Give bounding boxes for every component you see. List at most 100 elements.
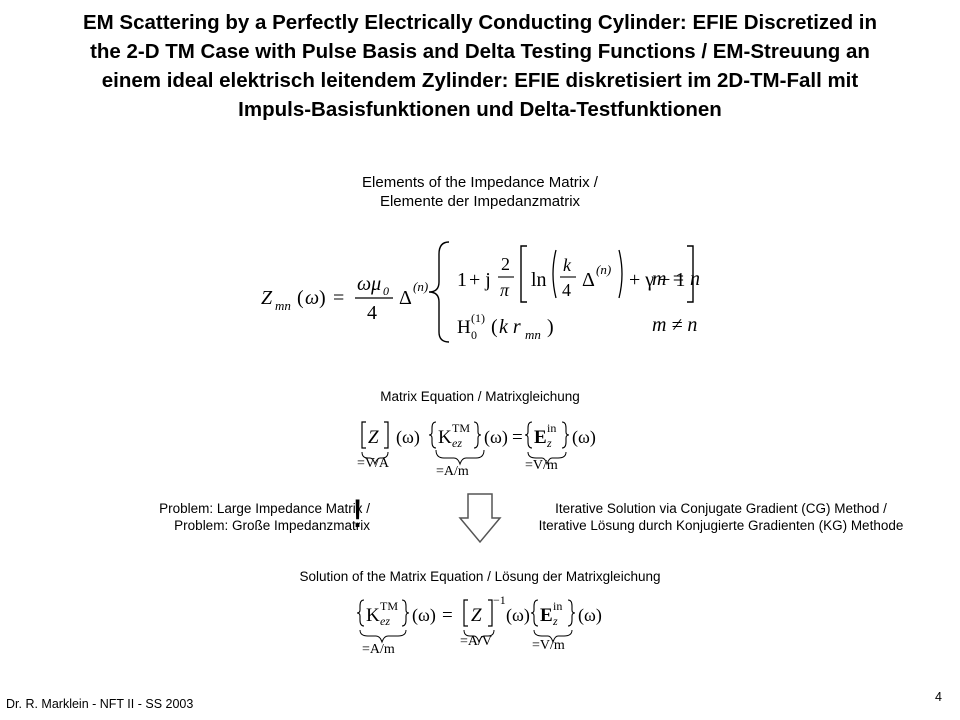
sol-equals: = <box>442 605 453 626</box>
footer-author: Dr. R. Marklein - NFT II - SS 2003 <box>6 697 194 711</box>
problem-line-1: Problem: Large Impedance Matrix / <box>159 501 370 516</box>
sol-z-bracket-close <box>488 599 493 627</box>
impedance-equals: = <box>333 287 344 309</box>
case1-k: k <box>563 255 572 275</box>
sol-k-sub: ez <box>380 614 390 628</box>
impedance-formula: Z mn ( ω ) = ωμ 0 4 Δ (n) 1 + j 2 π ln k… <box>261 241 694 343</box>
exclamation-mark: ! <box>352 492 364 536</box>
matrix-k: K <box>438 427 452 448</box>
sol-k-underbrace <box>359 629 407 644</box>
case2-condition-text: m ≠ n <box>652 314 698 336</box>
case1-plus-gamma: + γ − 1 <box>629 269 685 291</box>
iterative-text: Iterative Solution via Conjugate Gradien… <box>486 500 956 534</box>
sol-k-sup: TM <box>380 599 398 613</box>
impedance-mu-sub: 0 <box>383 284 389 298</box>
case1-paren-open <box>552 249 557 299</box>
title-line-2: the 2-D TM Case with Pulse Basis and Del… <box>90 40 870 63</box>
impedance-lhs-sub: mn <box>275 298 291 313</box>
impedance-lhs: Z <box>261 287 273 309</box>
case2-paren-close: ) <box>547 316 554 338</box>
sol-unit-zinv-label: =A/V <box>460 634 493 649</box>
z-bracket-close <box>384 421 389 449</box>
impedance-caption-line-2: Elemente der Impedanzmatrix <box>379 193 581 210</box>
title-line-1: EM Scattering by a Perfectly Electricall… <box>82 11 877 34</box>
impedance-omega-mu: ωμ <box>357 273 381 295</box>
page-number: 4 <box>935 690 942 704</box>
z-underbrace <box>361 451 389 466</box>
impedance-caption-line-1: Elements of the Impedance Matrix / <box>362 174 598 191</box>
case2-arg-sub: mn <box>525 327 541 342</box>
case1-ln: ln <box>531 269 547 291</box>
solution-equation: K TM ez (ω) = Z −1 (ω) E in z (ω) <box>356 593 602 644</box>
e-underbrace <box>527 451 567 466</box>
matrix-equation: Z (ω) K TM ez (ω) = E in z (ω) <box>361 421 596 466</box>
unit-e-label: =V/m <box>525 458 558 473</box>
matrix-e-sup: in <box>547 421 556 435</box>
case-brace <box>428 241 450 343</box>
case1-one: 1 <box>457 269 467 291</box>
sol-inverse-sup: −1 <box>493 593 506 607</box>
problem-line-2: Problem: Große Impedanzmatrix <box>174 518 370 533</box>
e-brace-close <box>561 421 570 449</box>
sol-k-brace-close <box>401 599 410 627</box>
sol-unit-e-label: =V/m <box>532 638 565 653</box>
matrix-equals: = <box>512 427 523 448</box>
sol-omega-1: (ω) <box>412 605 436 626</box>
impedance-delta-sup: (n) <box>413 279 428 294</box>
sol-k-brace-open <box>356 599 365 627</box>
case2-hankel-sub: 0 <box>471 328 477 342</box>
sol-e-sup: in <box>553 599 562 613</box>
iterative-line-1: Iterative Solution via Conjugate Gradien… <box>555 501 887 516</box>
case1-bracket-close <box>687 245 694 303</box>
unit-z-label: =V/A <box>357 456 390 471</box>
case2-arg: k r <box>499 316 521 338</box>
case1-condition-text: m = n <box>652 268 700 290</box>
case1-paren-close <box>618 249 623 299</box>
sol-e-brace-open <box>530 599 539 627</box>
z-bracket-open <box>361 421 366 449</box>
case2-paren-open: ( <box>491 316 498 338</box>
unit-k-label: =A/m <box>436 464 469 479</box>
sol-omega-2: (ω) <box>506 605 530 626</box>
k-underbrace <box>435 449 485 466</box>
matrix-omega-1: (ω) <box>396 427 420 448</box>
case2-hankel: H <box>457 317 471 338</box>
sol-e-underbrace <box>533 629 573 644</box>
case2-hankel-sup: (1) <box>471 311 485 325</box>
title-line-4: Impuls-Basisfunktionen und Delta-Testfun… <box>238 98 722 121</box>
impedance-lhs-paren-close: ) <box>319 287 326 309</box>
matrix-eq-caption: Matrix Equation / Matrixgleichung <box>380 389 580 404</box>
matrix-omega-2: (ω) <box>484 427 508 448</box>
impedance-four: 4 <box>367 302 377 324</box>
slide-title: EM Scattering by a Perfectly Electricall… <box>12 8 948 124</box>
sol-k: K <box>366 605 380 626</box>
iterative-line-2: Iterative Lösung durch Konjugierte Gradi… <box>538 518 904 533</box>
e-brace-open <box>524 421 533 449</box>
matrix-k-sub: ez <box>452 436 462 450</box>
case1-k-four: 4 <box>562 280 571 300</box>
sol-e-sub: z <box>552 614 558 628</box>
matrix-k-sup: TM <box>452 421 470 435</box>
solution-caption: Solution of the Matrix Equation / Lösung… <box>299 569 661 584</box>
matrix-z: Z <box>368 427 379 448</box>
sol-e-brace-close <box>567 599 576 627</box>
sol-z: Z <box>471 605 482 626</box>
k-brace-close <box>473 421 482 449</box>
case1-two: 2 <box>501 254 510 274</box>
impedance-caption: Elements of the Impedance Matrix / Eleme… <box>250 173 710 211</box>
sol-omega-3: (ω) <box>578 605 602 626</box>
sol-e: E <box>540 605 553 626</box>
case1-delta: Δ <box>582 269 595 291</box>
case1-bracket-open <box>520 245 527 303</box>
impedance-lhs-omega: ω <box>305 287 319 309</box>
sol-z-underbrace <box>463 629 495 644</box>
k-brace-open <box>428 421 437 449</box>
matrix-e-sub: z <box>546 436 552 450</box>
impedance-lhs-paren-open: ( <box>297 287 304 309</box>
case1-pi: π <box>500 280 510 300</box>
matrix-omega-3: (ω) <box>572 427 596 448</box>
title-line-3: einem ideal elektrisch leitendem Zylinde… <box>101 69 859 92</box>
sol-z-bracket-open <box>463 599 468 627</box>
matrix-e: E <box>534 427 547 448</box>
sol-unit-k-label: =A/m <box>362 642 395 657</box>
